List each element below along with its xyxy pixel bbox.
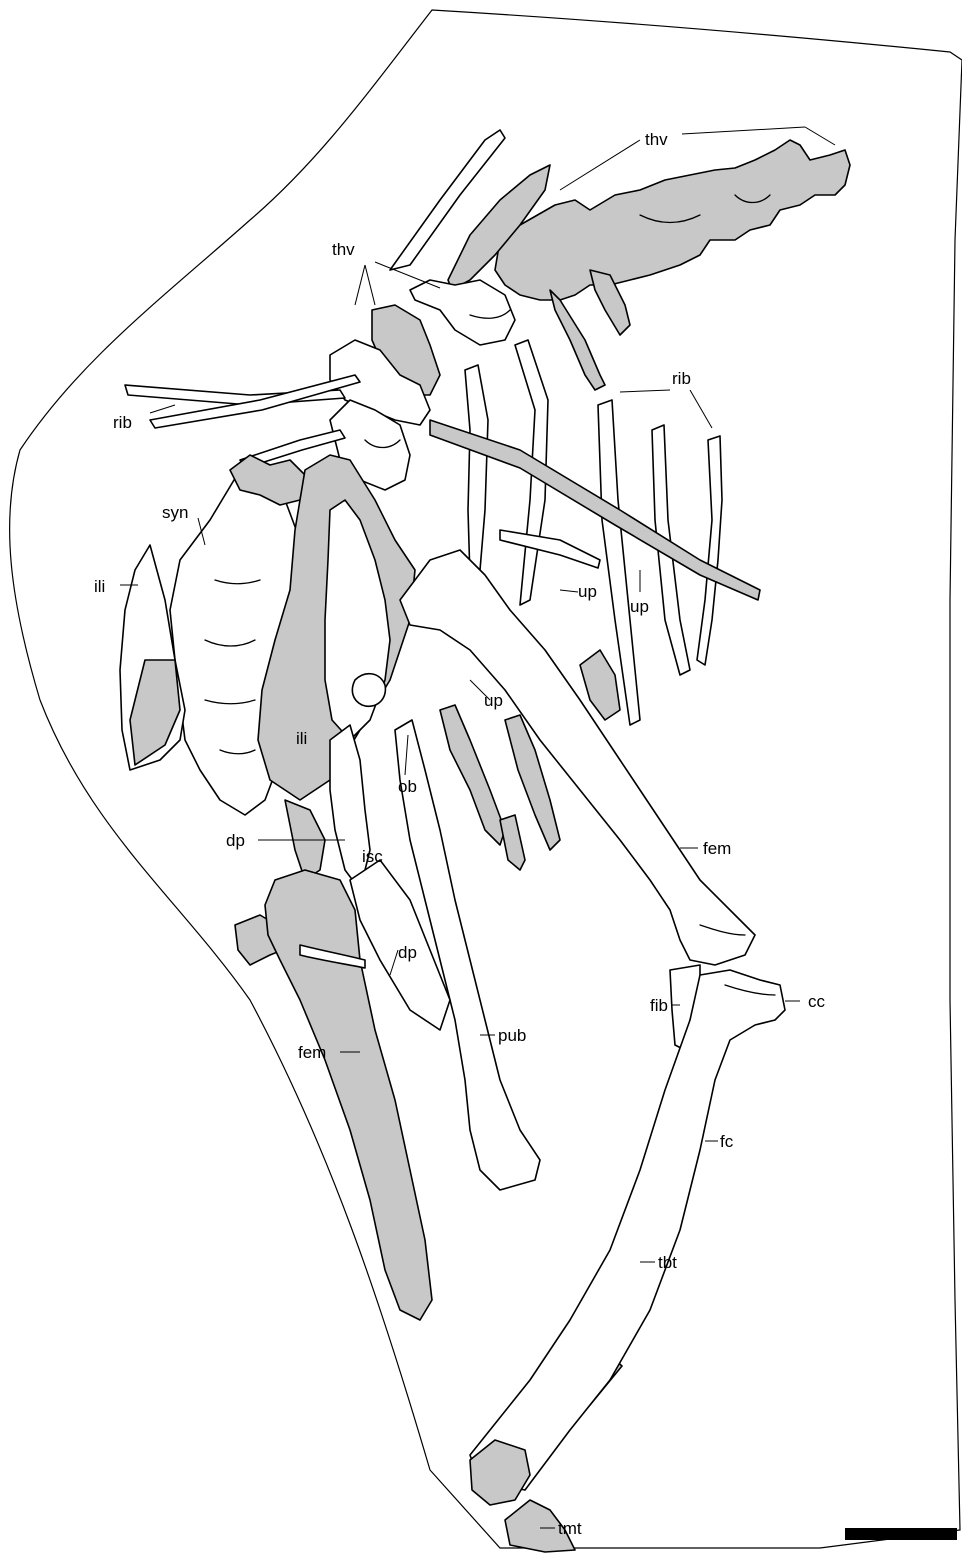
label-tmt: tmt [558,1519,582,1538]
label-up-2: up [630,597,649,616]
label-fib: fib [650,996,668,1015]
label-up-1: up [578,582,597,601]
label-ili-inner: ili [296,729,307,748]
label-dp-upper: dp [226,831,245,850]
label-ob: ob [398,777,417,796]
label-syn: syn [162,503,188,522]
thoracic-vertebrae [390,130,850,390]
scale-bar [845,1528,957,1540]
label-thv-top: thv [645,130,668,149]
ribs-left [125,375,360,468]
label-rib-left: rib [113,413,132,432]
tibiotarsus [470,970,785,1505]
ilium-outer [120,545,185,770]
label-rib-right: rib [672,369,691,388]
label-fem-right: fem [703,839,731,858]
label-fc: fc [720,1132,734,1151]
label-dp-lower: dp [398,943,417,962]
label-ili-outer: ili [94,577,105,596]
label-thv-left: thv [332,240,355,259]
label-pub: pub [498,1026,526,1045]
label-fem-left: fem [298,1043,326,1062]
label-tbt: tbt [658,1253,677,1272]
label-cc: cc [808,992,826,1011]
label-up-3: up [484,691,503,710]
labels: thv thv rib rib syn ili ili up up up ob … [94,130,826,1538]
label-isc: isc [362,847,383,866]
